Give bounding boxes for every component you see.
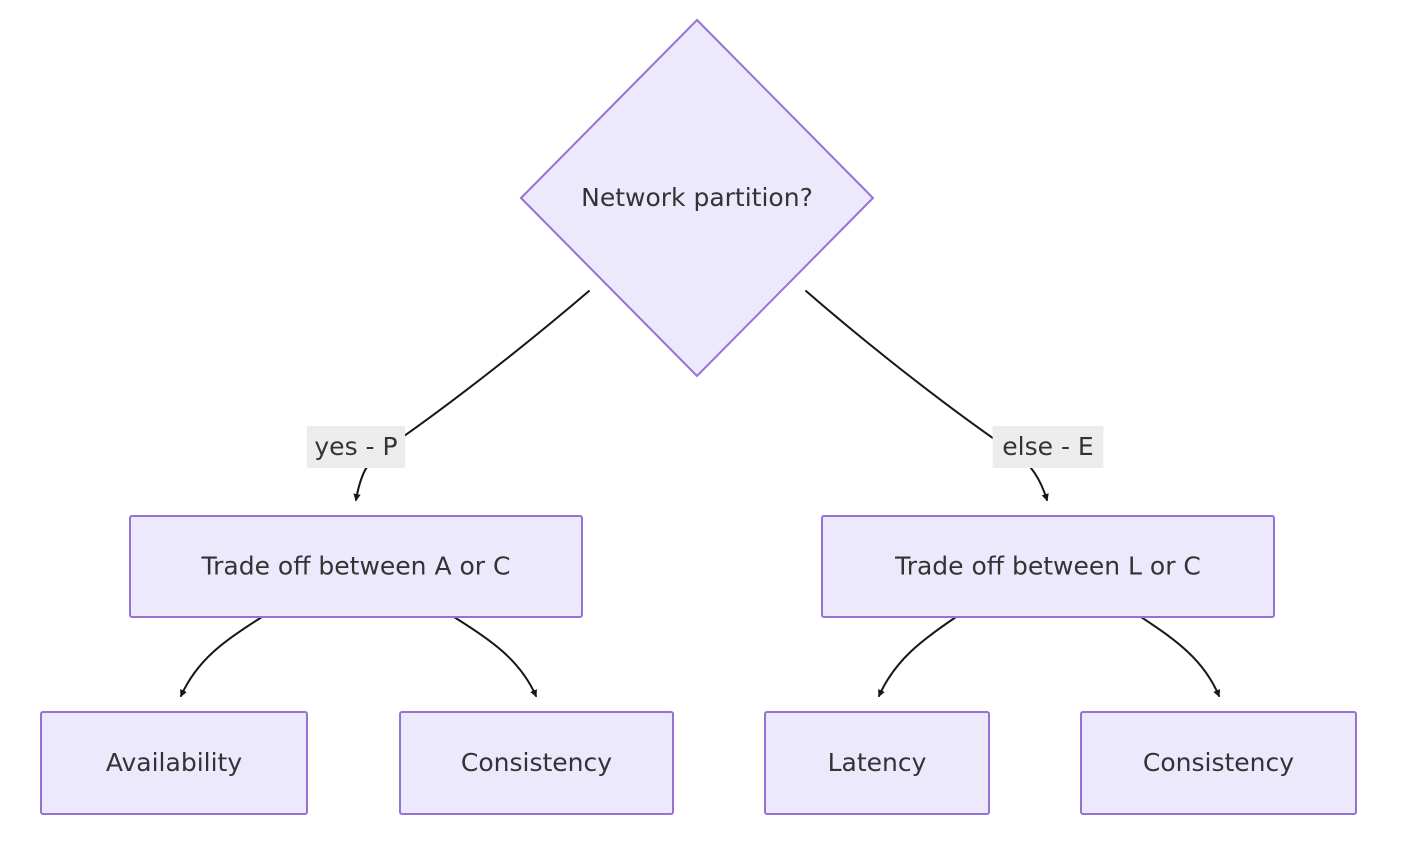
flow-edge xyxy=(878,616,957,698)
node-diamond-shape xyxy=(519,18,875,378)
flow-node-consistency_right[interactable]: Consistency xyxy=(1080,711,1357,815)
edges-layer xyxy=(180,290,1221,698)
flow-edge xyxy=(353,290,590,502)
flow-node-latency[interactable]: Latency xyxy=(764,711,990,815)
node-rect-shape xyxy=(129,515,583,618)
flow-node-consistency_left[interactable]: Consistency xyxy=(399,711,674,815)
flow-node-availability[interactable]: Availability xyxy=(40,711,308,815)
node-rect-shape xyxy=(821,515,1275,618)
edge-label-edge-decision-tradeoff-lc: else - E xyxy=(992,426,1104,468)
edge-label-text: yes - P xyxy=(314,432,397,461)
edge-label-background xyxy=(992,426,1104,468)
flow-edge xyxy=(180,616,263,698)
edge-label-edge-decision-tradeoff-ac: yes - P xyxy=(306,426,406,468)
flow-edge xyxy=(805,290,1049,502)
flow-node-tradeoff_lc[interactable]: Trade off between L or C xyxy=(821,515,1275,618)
flow-edge xyxy=(1140,616,1221,698)
edge-label-text: else - E xyxy=(1002,432,1093,461)
node-rect-shape xyxy=(1080,711,1357,815)
node-rect-shape xyxy=(764,711,990,815)
flow-edge xyxy=(453,616,537,698)
flow-node-decision[interactable]: Network partition? xyxy=(519,18,875,378)
nodes-layer: Network partition? Trade off between A or… xyxy=(40,18,1357,815)
node-rect-shape xyxy=(399,711,674,815)
edge-label-background xyxy=(306,426,406,468)
node-rect-shape xyxy=(40,711,308,815)
edge-labels-layer: yes - P else - E xyxy=(306,426,1104,468)
flow-node-tradeoff_ac[interactable]: Trade off between A or C xyxy=(129,515,583,618)
